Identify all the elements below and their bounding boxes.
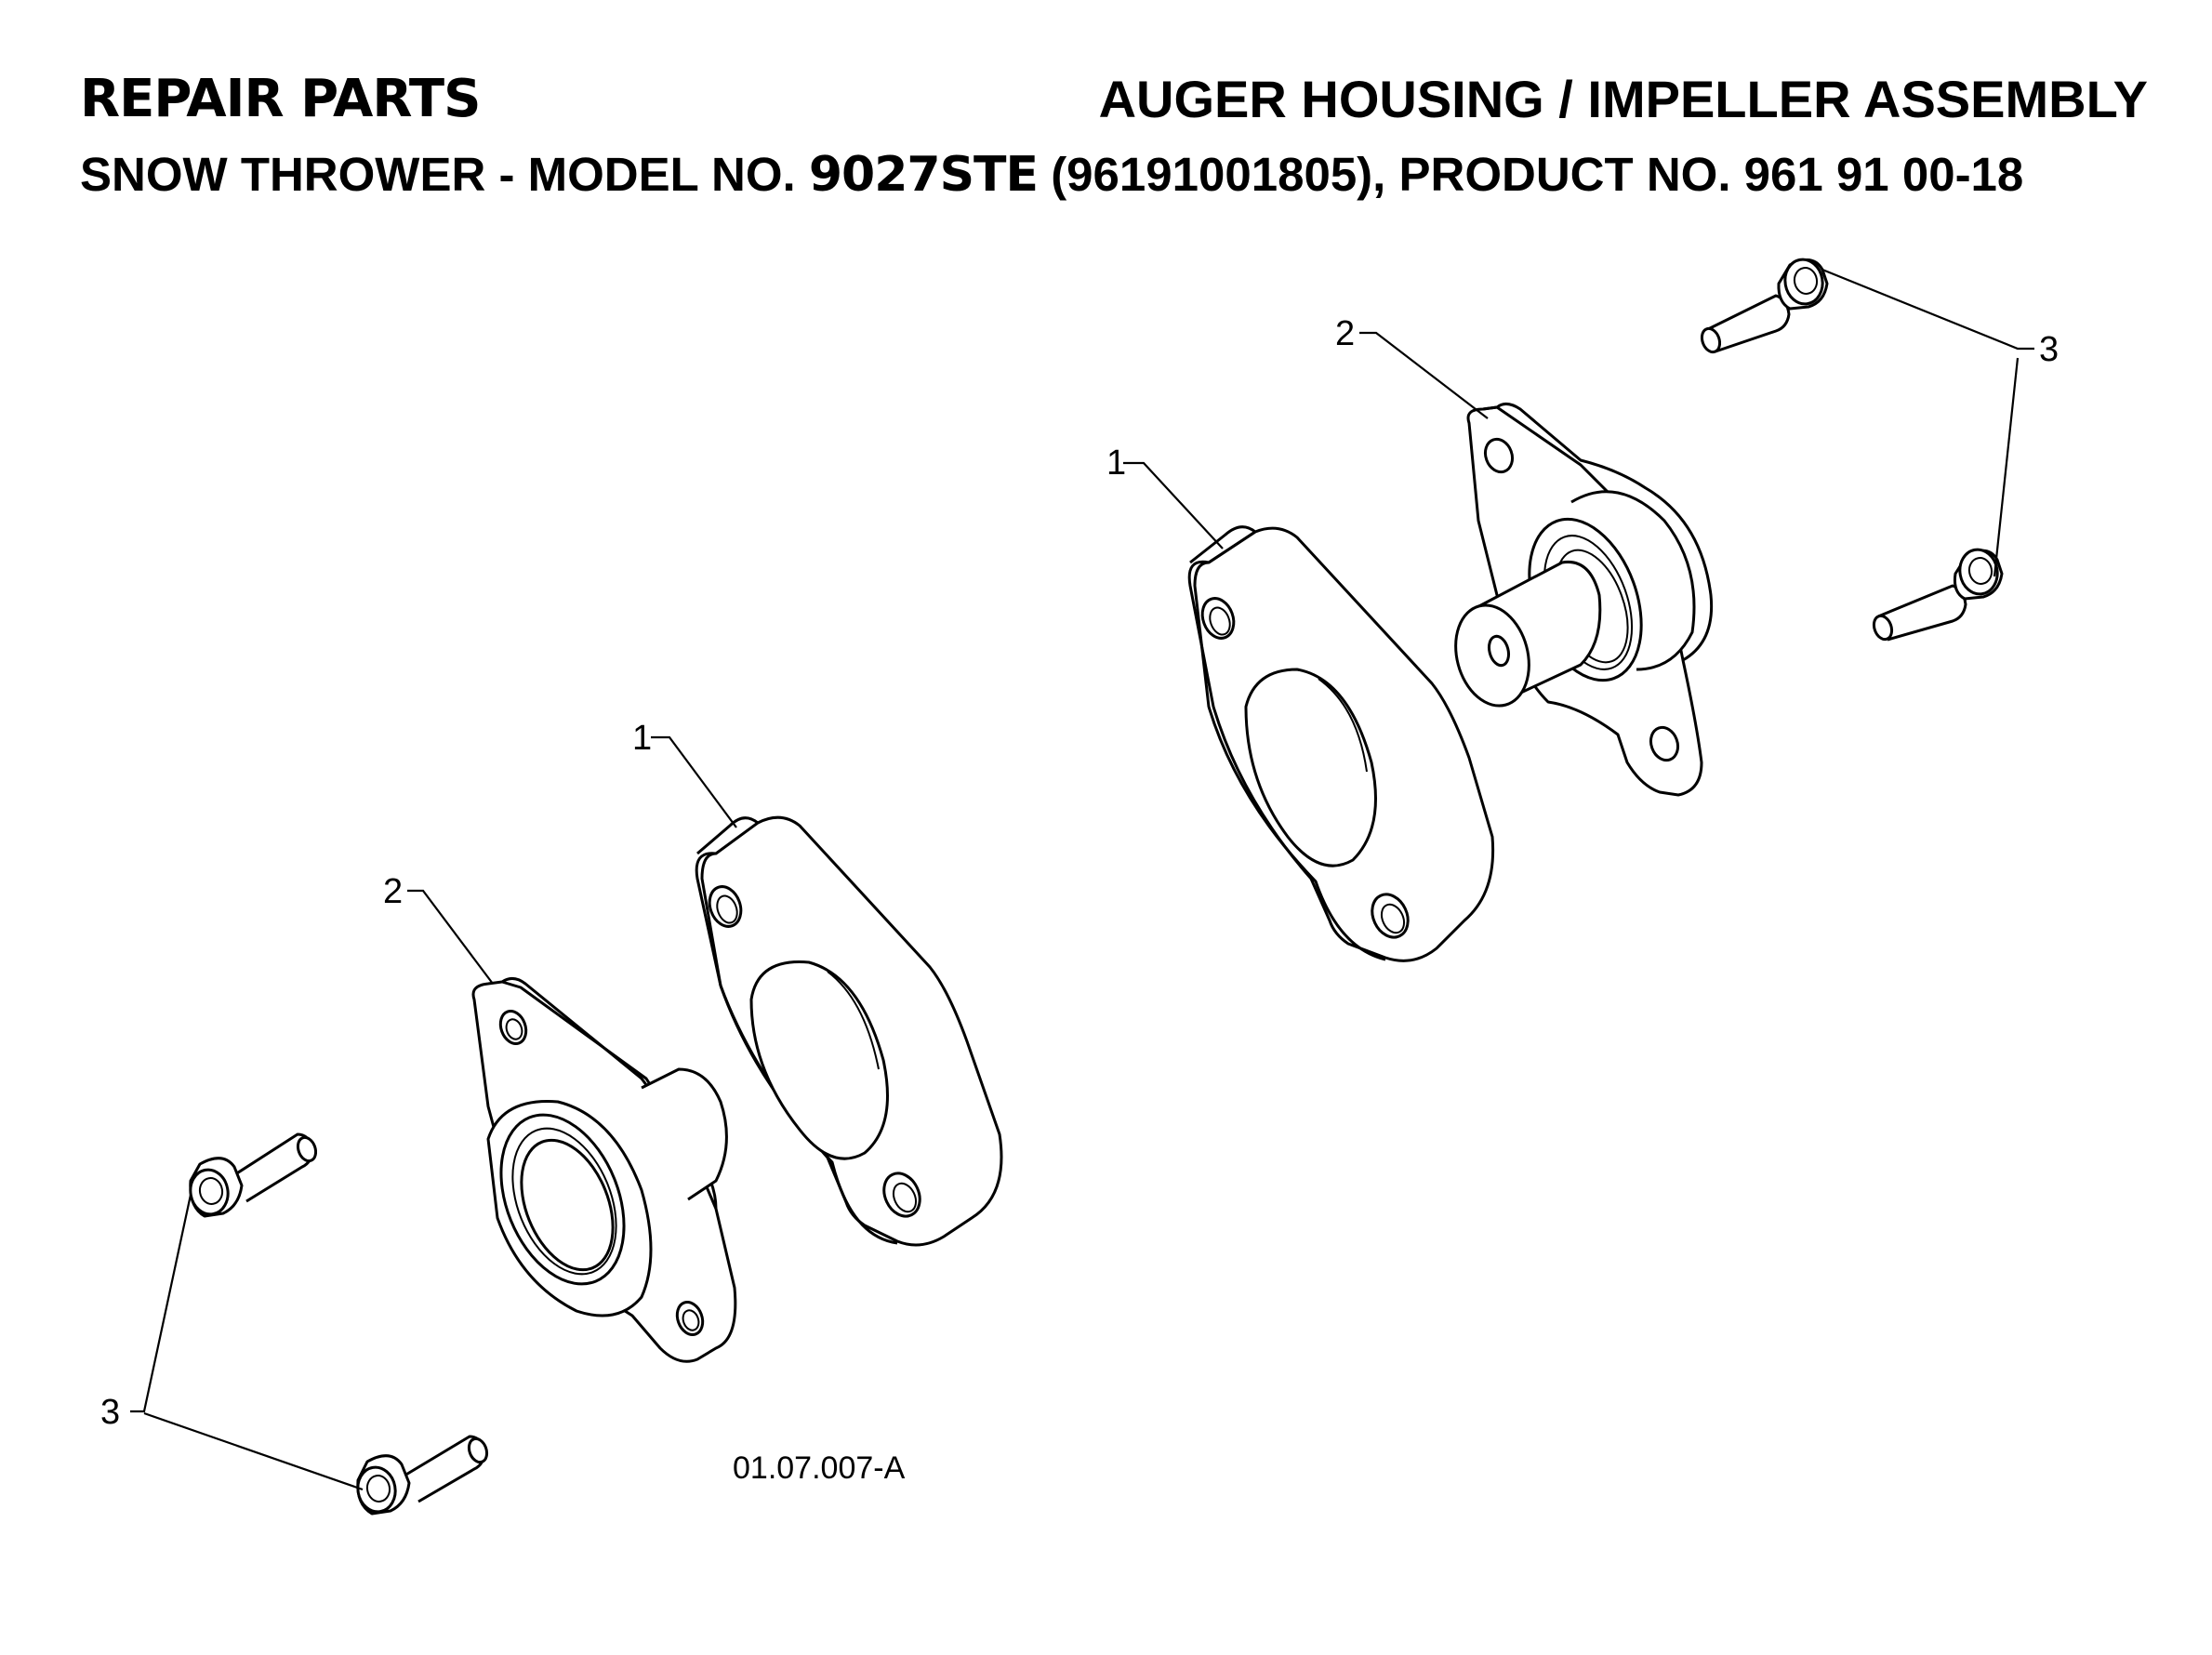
bolt-left-upper bbox=[189, 1132, 318, 1218]
callout-bolts-left: 3 bbox=[100, 1393, 120, 1432]
bolt-right-upper bbox=[1700, 258, 1829, 354]
callout-bolts-right: 3 bbox=[2039, 330, 2059, 369]
bearing-left bbox=[471, 977, 737, 1363]
page-title: REPAIR PARTS bbox=[80, 69, 481, 129]
bearing-right bbox=[1454, 403, 1714, 797]
subtitle-prefix: SNOW THROWER - MODEL NO. bbox=[80, 148, 809, 201]
assembly-title: AUGER HOUSING / IMPELLER ASSEMBLY bbox=[1098, 70, 2148, 128]
drawing-code: 01.07.007-A bbox=[733, 1450, 906, 1486]
callout-spacer-left: 1 bbox=[632, 719, 652, 758]
bolt-right-lower bbox=[1872, 548, 2004, 642]
subtitle-suffix: (96191001805), PRODUCT NO. 961 91 00-18 bbox=[1038, 148, 2024, 201]
callout-bearing-left: 2 bbox=[383, 872, 403, 911]
callout-spacer-right: 1 bbox=[1106, 444, 1126, 483]
model-subtitle: SNOW THROWER - MODEL NO. 9027STE (961910… bbox=[80, 147, 2023, 203]
leader-lines bbox=[130, 268, 2034, 1491]
model-number: 9027STE bbox=[808, 147, 1039, 203]
spacer-right bbox=[1187, 525, 1495, 962]
callout-bearing-right: 2 bbox=[1335, 314, 1355, 353]
bolt-left-lower bbox=[356, 1435, 489, 1516]
spacer-left bbox=[695, 815, 1003, 1247]
